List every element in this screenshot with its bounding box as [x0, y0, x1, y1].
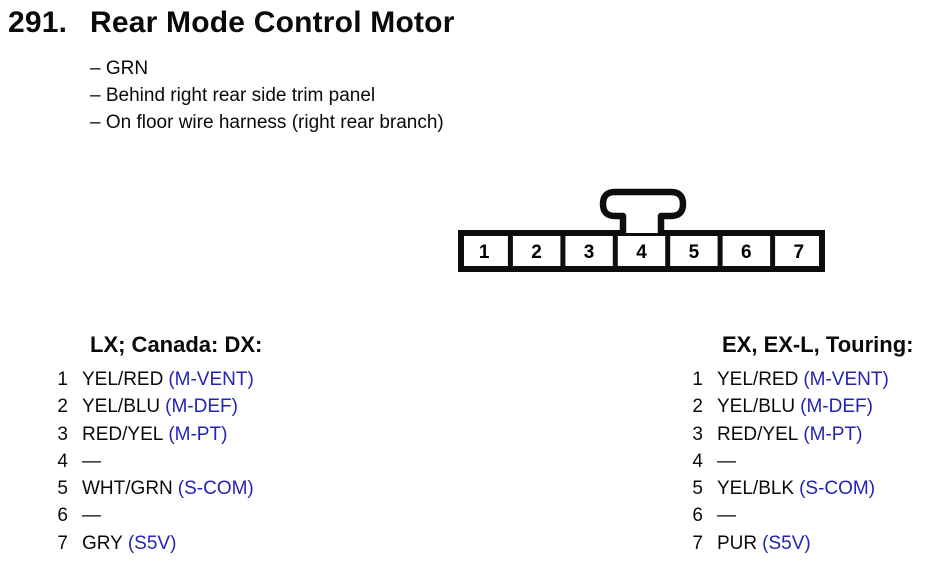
signal-name: (M-VENT) — [168, 369, 254, 390]
signal-name: (S-COM) — [799, 478, 876, 500]
wire-color: — — [717, 450, 736, 472]
connector-pin-label: 4 — [636, 242, 647, 263]
pin-number: 1 — [692, 369, 703, 390]
pin-row: 4— — [689, 448, 889, 475]
wire-color: YEL/RED — [82, 369, 164, 390]
wire-color: YEL/BLU — [82, 396, 161, 418]
signal-name: (M-VENT) — [803, 369, 889, 390]
wire-color: YEL/RED — [717, 369, 799, 390]
wire-color: YEL/BLU — [717, 396, 796, 418]
location-notes: – GRN – Behind right rear side trim pane… — [90, 55, 444, 136]
connector-pin-label: 7 — [794, 242, 805, 263]
signal-name: (M-PT) — [803, 423, 863, 445]
signal-name: (S5V) — [762, 532, 811, 554]
wire-color: PUR — [717, 532, 758, 554]
pin-table-heading-lx: LX; Canada: DX: — [90, 332, 263, 357]
pin-row: 2 YEL/BLU(M-DEF) — [54, 393, 254, 420]
pin-number: 6 — [57, 505, 68, 527]
pin-row: 7 GRY(S5V) — [54, 530, 254, 557]
connector-lock-tab — [599, 188, 687, 233]
wire-color: — — [82, 505, 101, 527]
wire-color: YEL/BLK — [717, 478, 795, 500]
pin-number: 6 — [692, 505, 703, 527]
connector-pin-label: 2 — [531, 242, 542, 263]
pin-row: 5 YEL/BLK(S-COM) — [689, 475, 889, 502]
pin-row: 1 YEL/RED(M-VENT) — [689, 366, 889, 393]
section-title: Rear Mode Control Motor — [90, 6, 455, 39]
connector-pin-label: 3 — [584, 242, 595, 263]
pin-row: 6— — [689, 502, 889, 529]
wire-color: RED/YEL — [717, 423, 799, 445]
section-number: 291. — [8, 6, 68, 39]
page-title: 291. Rear Mode Control Motor — [8, 6, 455, 40]
pin-number: 5 — [57, 478, 68, 500]
pin-row: 5 WHT/GRN(S-COM) — [54, 475, 254, 502]
pin-row: 1 YEL/RED(M-VENT) — [54, 366, 254, 393]
pin-row: 2 YEL/BLU(M-DEF) — [689, 393, 889, 420]
pin-row: 4— — [54, 448, 254, 475]
pin-number: 4 — [57, 450, 68, 472]
note-line: – On floor wire harness (right rear bran… — [90, 112, 444, 133]
signal-name: (M-DEF) — [165, 396, 238, 418]
pin-number: 7 — [692, 532, 703, 554]
pin-number: 5 — [692, 478, 703, 500]
pin-number: 3 — [692, 423, 703, 445]
pin-number: 1 — [57, 369, 68, 390]
pin-number: 7 — [57, 532, 68, 554]
pin-number: 2 — [57, 396, 68, 418]
connector-body — [458, 230, 825, 272]
pin-table-ex: 1 YEL/RED(M-VENT) 2 YEL/BLU(M-DEF) 3 RED/YE… — [689, 366, 889, 557]
pin-row: 7 PUR(S5V) — [689, 530, 889, 557]
pin-table-heading-ex: EX, EX-L, Touring: — [722, 332, 914, 357]
pin-row: 3 RED/YEL(M-PT) — [54, 421, 254, 448]
wire-color: RED/YEL — [82, 423, 164, 445]
pin-row: 3 RED/YEL(M-PT) — [689, 421, 889, 448]
signal-name: (M-DEF) — [800, 396, 873, 418]
pin-number: 4 — [692, 450, 703, 472]
wire-color: WHT/GRN — [82, 478, 173, 500]
signal-name: (M-PT) — [168, 423, 228, 445]
note-line: – GRN — [90, 58, 149, 79]
note-line: – Behind right rear side trim panel — [90, 85, 376, 106]
wire-color: — — [717, 505, 736, 527]
pin-table-lx: 1 YEL/RED(M-VENT) 2 YEL/BLU(M-DEF) 3 RED/YE… — [54, 366, 254, 557]
connector-pin-label: 1 — [479, 242, 490, 263]
connector-pin-label: 6 — [741, 242, 752, 263]
connector-pin-label: 5 — [689, 242, 700, 263]
connector-diagram: 1 2 3 4 5 6 7 — [458, 188, 825, 272]
signal-name: (S5V) — [127, 532, 177, 554]
wire-color: GRY — [82, 532, 123, 554]
pin-number: 2 — [692, 396, 703, 418]
pin-row: 6— — [54, 502, 254, 529]
pin-number: 3 — [57, 423, 68, 445]
signal-name: (S-COM) — [177, 478, 254, 500]
wire-color: — — [82, 450, 101, 472]
